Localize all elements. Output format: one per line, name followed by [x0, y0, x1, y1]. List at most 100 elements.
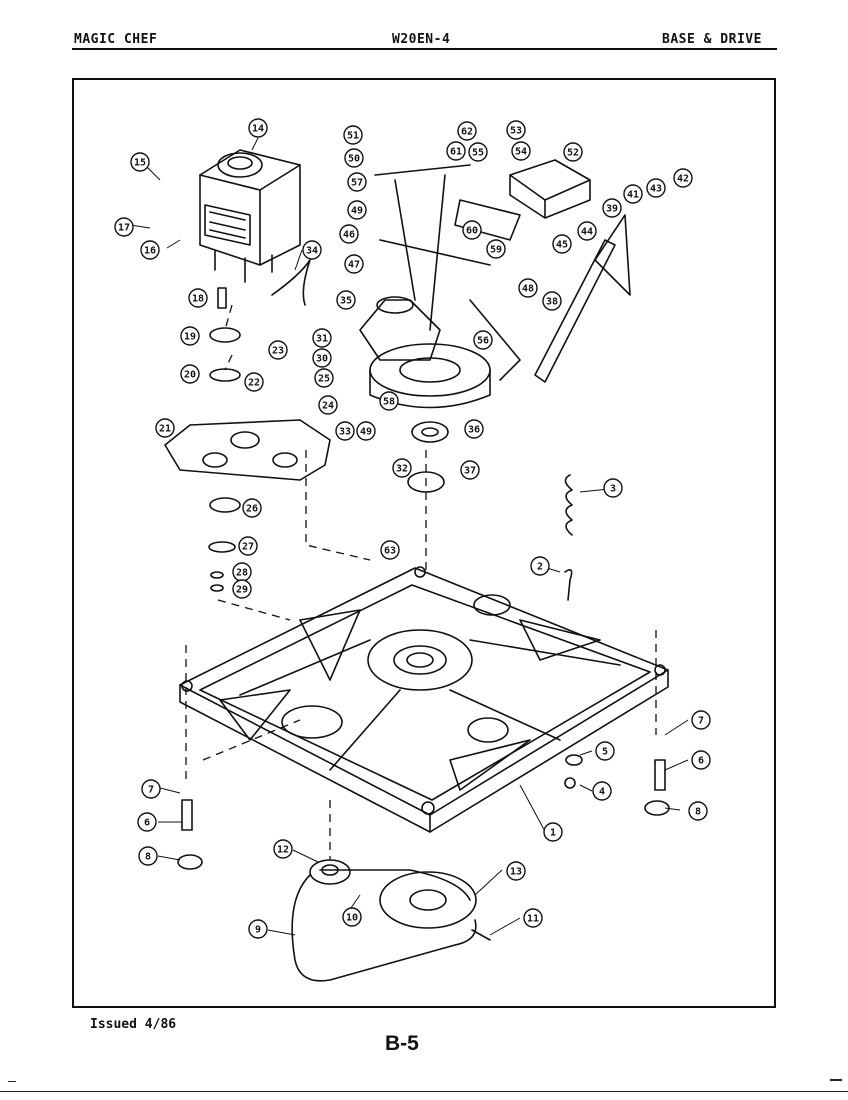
- callout-54: 54: [511, 141, 531, 161]
- callout-label: 17: [118, 223, 130, 234]
- callout-label: 21: [159, 424, 171, 435]
- callout-label: 20: [184, 370, 196, 381]
- callout-39: 39: [602, 198, 622, 218]
- callout-4: 4: [592, 781, 612, 801]
- callout-label: 39: [606, 204, 618, 215]
- callout-label: 33: [339, 427, 351, 438]
- callout-60: 60: [462, 220, 482, 240]
- callout-label: 15: [134, 158, 146, 169]
- callout-label: 42: [677, 174, 689, 185]
- switch-body: [509, 159, 591, 219]
- callout-61: 61: [446, 141, 466, 161]
- callout-57: 57: [347, 172, 367, 192]
- callout-label: 3: [610, 484, 616, 495]
- callout-label: 59: [490, 245, 502, 256]
- callout-42: 42: [673, 168, 693, 188]
- callout-43: 43: [646, 178, 666, 198]
- bottom-rule: [0, 1091, 848, 1092]
- callout-29: 29: [232, 579, 252, 599]
- callout-14: 14: [248, 118, 268, 138]
- callout-41: 41: [623, 184, 643, 204]
- callout-label: 28: [236, 568, 248, 579]
- drive-pulley: [309, 859, 351, 885]
- callout-19: 19: [180, 326, 200, 346]
- drive-belt: [291, 874, 477, 982]
- callout-label: 27: [242, 542, 254, 553]
- callout-5: 5: [595, 741, 615, 761]
- callout-8: 8: [688, 801, 708, 821]
- callout-15: 15: [130, 152, 150, 172]
- callout-17: 17: [114, 217, 134, 237]
- callout-label: 24: [322, 401, 334, 412]
- callout-52: 52: [563, 142, 583, 162]
- callout-26: 26: [242, 498, 262, 518]
- callout-label: 22: [248, 378, 260, 389]
- callout-56: 56: [473, 330, 493, 350]
- callout-31: 31: [312, 328, 332, 348]
- callout-7: 7: [691, 710, 711, 730]
- callout-37: 37: [460, 460, 480, 480]
- margin-mark-left: [8, 1081, 16, 1082]
- callout-label: 62: [461, 127, 473, 138]
- callout-label: 25: [318, 374, 330, 385]
- callout-label: 31: [316, 334, 328, 345]
- callout-label: 8: [145, 852, 151, 863]
- callout-18: 18: [188, 288, 208, 308]
- spring: [564, 474, 573, 536]
- base-plate: [179, 566, 669, 833]
- callout-label: 1: [550, 828, 556, 839]
- callout-label: 45: [556, 240, 568, 251]
- callout-label: 49: [351, 206, 363, 217]
- callout-label: 23: [272, 346, 284, 357]
- callout-label: 53: [510, 126, 522, 137]
- callout-20: 20: [180, 364, 200, 384]
- callout-label: 19: [184, 332, 196, 343]
- callout-25: 25: [314, 368, 334, 388]
- callout-32: 32: [392, 458, 412, 478]
- callout-38: 38: [542, 291, 562, 311]
- callout-label: 4: [599, 787, 605, 798]
- callout-label: 46: [343, 230, 355, 241]
- callout-label: 5: [602, 747, 608, 758]
- callout-label: 43: [650, 184, 662, 195]
- callout-label: 48: [522, 284, 534, 295]
- callout-label: 18: [192, 294, 204, 305]
- callout-label: 55: [472, 148, 484, 159]
- callout-label: 47: [348, 260, 360, 271]
- callout-label: 60: [466, 226, 478, 237]
- callout-36: 36: [464, 419, 484, 439]
- callout-label: 52: [567, 148, 579, 159]
- callout-label: 56: [477, 336, 489, 347]
- callout-label: 35: [340, 296, 352, 307]
- callout-label: 57: [351, 178, 363, 189]
- callout-label: 13: [510, 867, 522, 878]
- callout-62: 62: [457, 121, 477, 141]
- callout-label: 10: [346, 913, 358, 924]
- callout-47: 47: [344, 254, 364, 274]
- callout-8: 8: [138, 846, 158, 866]
- callout-label: 37: [464, 466, 476, 477]
- callout-label: 61: [450, 147, 462, 158]
- callout-28: 28: [232, 562, 252, 582]
- callout-51: 51: [343, 125, 363, 145]
- callout-label: 58: [383, 397, 395, 408]
- callout-27: 27: [238, 536, 258, 556]
- callout-label: 51: [347, 131, 359, 142]
- motor-block: [199, 149, 301, 283]
- callout-label: 30: [316, 354, 328, 365]
- header-rule: [72, 48, 777, 50]
- callout-22: 22: [244, 372, 264, 392]
- callout-label: 63: [384, 546, 396, 557]
- callout-label: 32: [396, 464, 408, 475]
- callout-label: 8: [695, 807, 701, 818]
- callout-3: 3: [603, 478, 623, 498]
- callout-49: 49: [347, 200, 367, 220]
- callout-21: 21: [155, 418, 175, 438]
- callout-9: 9: [248, 919, 268, 939]
- callout-1: 1: [543, 822, 563, 842]
- model-number: W20EN-4: [392, 32, 451, 47]
- callout-48: 48: [518, 278, 538, 298]
- issued-date: Issued 4/86: [90, 1017, 177, 1032]
- callout-label: 9: [255, 925, 261, 936]
